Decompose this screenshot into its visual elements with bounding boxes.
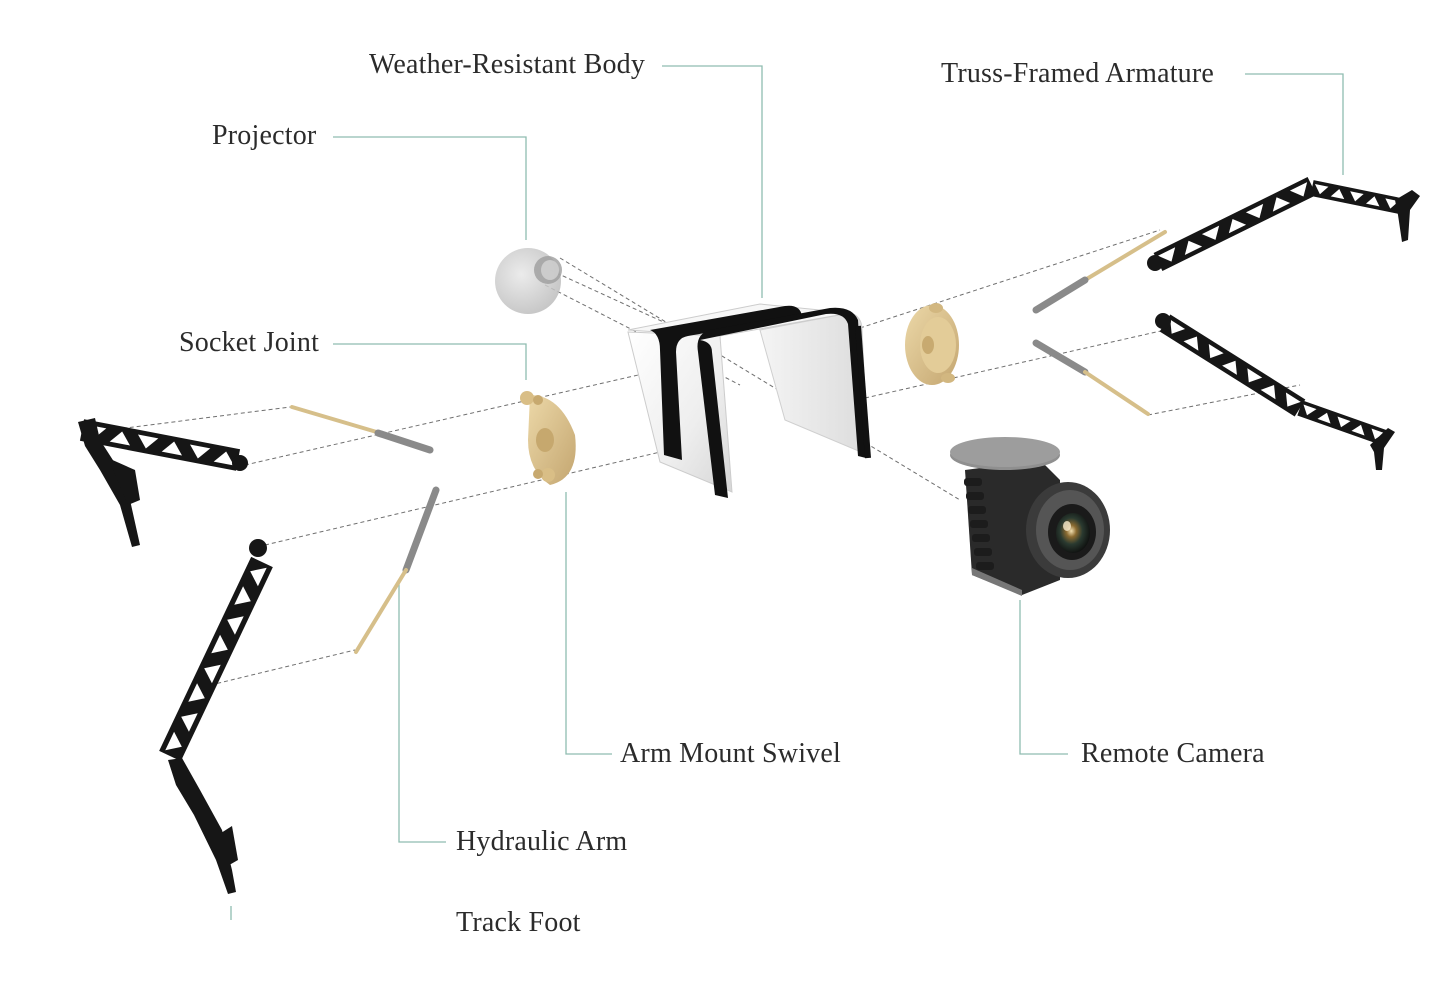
track-foot-left-lower-part	[168, 539, 267, 894]
leader-socket-joint	[333, 343, 527, 380]
camera-rib	[974, 548, 992, 556]
truss-right-upper-b	[1310, 180, 1402, 214]
truss-left-lower	[159, 556, 273, 762]
label-hydraulic-arm: Hydraulic Arm	[456, 826, 628, 857]
label-arm-mount-swivel: Arm Mount Swivel	[620, 738, 841, 769]
label-track-foot: Track Foot	[456, 907, 581, 938]
label-truss-framed-armature: Truss-Framed Armature	[941, 58, 1215, 89]
leader-remote-camera	[1019, 600, 1068, 755]
camera-rib	[976, 562, 994, 570]
leader-arm-mount-swivel	[565, 492, 612, 755]
leader-truss-framed-armature	[1245, 73, 1344, 175]
weather-resistant-body-part	[627, 303, 871, 498]
leader-weather-resistant-body	[662, 65, 763, 298]
track-foot-left-upper-part	[78, 418, 248, 547]
truss-framed-armature-parts	[79, 177, 1402, 762]
truss-right-lower-a	[1159, 314, 1306, 417]
remote-camera-part	[950, 437, 1110, 596]
leader-lines	[230, 65, 1344, 920]
hydraulic-rods	[290, 230, 1167, 654]
arm-mount-swivel-right-part	[905, 303, 959, 385]
socket-joint-part	[520, 391, 576, 485]
camera-rib	[966, 492, 984, 500]
label-socket-joint: Socket Joint	[179, 327, 320, 358]
camera-rib	[970, 520, 988, 528]
track-foot-right-part	[1147, 190, 1420, 470]
camera-rib	[968, 506, 986, 514]
truss-right-upper-a	[1153, 177, 1317, 271]
camera-rib	[972, 534, 990, 542]
leader-projector	[333, 136, 527, 240]
label-weather-resistant-body: Weather-Resistant Body	[369, 49, 646, 80]
label-projector: Projector	[212, 120, 317, 151]
label-remote-camera: Remote Camera	[1081, 738, 1265, 769]
truss-right-lower-b	[1297, 400, 1388, 446]
camera-rib	[964, 478, 982, 486]
projector-part	[495, 248, 562, 314]
leader-hydraulic-arm	[398, 583, 446, 843]
